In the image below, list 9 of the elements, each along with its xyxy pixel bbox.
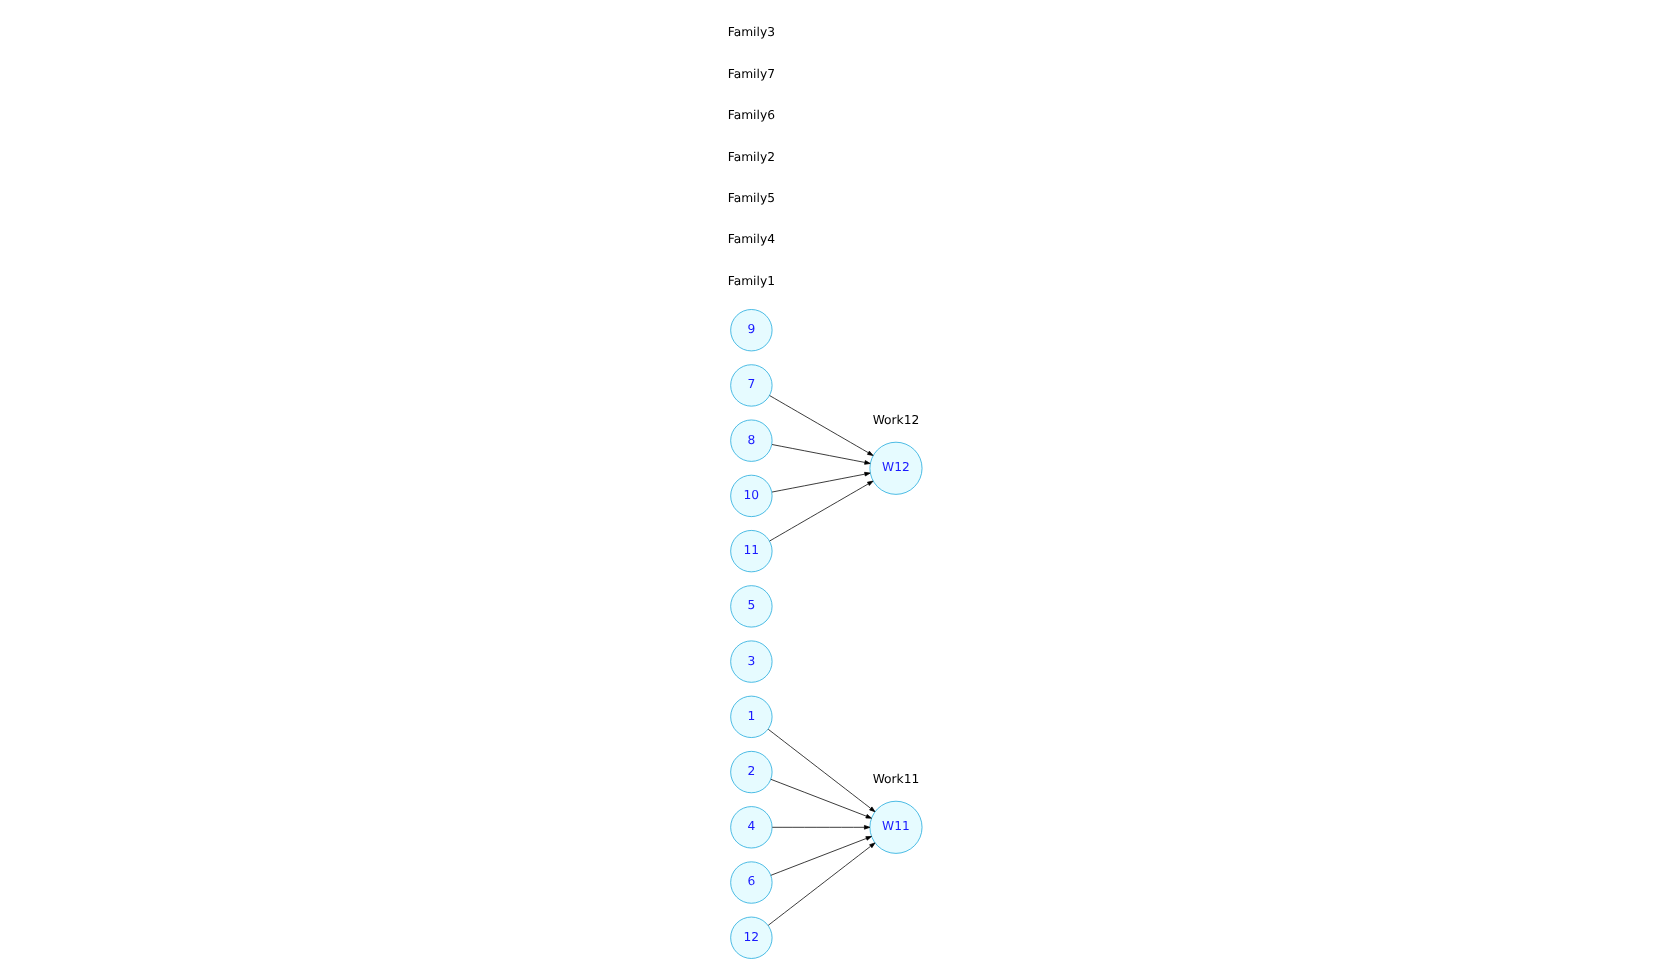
arrow: [769, 778, 871, 819]
arrow: [766, 842, 875, 926]
arrow: [770, 471, 870, 493]
arrow: [769, 836, 871, 876]
arrow: [770, 444, 870, 465]
arrow: [770, 825, 870, 830]
arrow: [768, 395, 873, 456]
arrow: [768, 480, 873, 542]
arrow: [766, 728, 875, 813]
